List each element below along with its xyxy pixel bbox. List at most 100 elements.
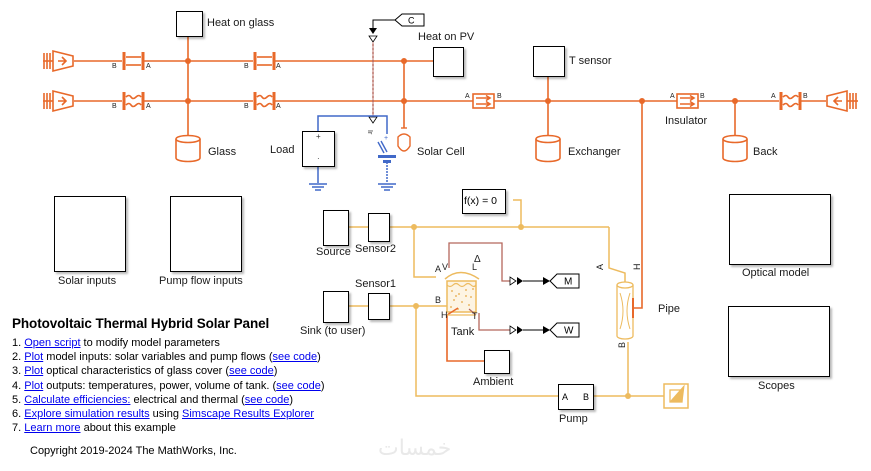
optical-model-label: Optical model <box>742 267 810 279</box>
exchanger-thermal-mass-icon[interactable] <box>535 134 561 163</box>
svg-text:A: A <box>276 103 281 110</box>
copyright-text: Copyright 2019-2024 The MathWorks, Inc. <box>30 445 237 457</box>
thermal-wire-ambient[interactable] <box>446 315 484 362</box>
ambient-block[interactable] <box>484 350 510 374</box>
item-number: 7. <box>12 422 22 435</box>
goto-tag-m[interactable]: M <box>549 273 580 289</box>
conductive-heat-transfer-icon[interactable] <box>122 52 145 70</box>
explore-results-link[interactable]: Explore simulation results <box>24 408 150 421</box>
t-sensor-label: T sensor <box>569 55 612 67</box>
sensor1-label: Sensor1 <box>355 278 396 290</box>
goto-tag-w[interactable]: W <box>549 322 580 338</box>
glass-thermal-mass-icon[interactable] <box>175 134 201 163</box>
open-script-link[interactable]: Open script <box>24 337 81 349</box>
sink-block[interactable] <box>323 291 349 323</box>
svg-text:V: V <box>442 262 448 272</box>
item-number: 6. <box>12 408 22 421</box>
ps-converter-m[interactable] <box>509 276 550 286</box>
pipe-icon[interactable] <box>616 281 634 340</box>
item-text: ) <box>273 365 278 378</box>
see-code-link[interactable]: see code <box>229 365 274 378</box>
sensor2-label: Sensor2 <box>355 243 396 255</box>
learn-more-link[interactable]: Learn more <box>24 422 81 435</box>
solar-cell-thermal-icon[interactable] <box>397 127 411 152</box>
load-minus-sign: · <box>317 154 320 163</box>
plot-outputs-link[interactable]: Plot <box>24 379 44 392</box>
thermal-liquid-settings-icon[interactable] <box>663 383 689 409</box>
radiative-heat-transfer-icon[interactable] <box>122 92 145 110</box>
heat-on-glass-block[interactable] <box>176 11 203 37</box>
optical-model-block[interactable] <box>729 194 831 265</box>
sensor1-block[interactable] <box>368 293 390 320</box>
heat-on-pv-block[interactable] <box>433 47 464 77</box>
item-text: ) <box>320 379 325 392</box>
pump-port-b: B <box>583 392 589 402</box>
see-code-link[interactable]: see code <box>276 379 321 392</box>
instruction-item: 6. Explore simulation results using Sims… <box>12 407 325 421</box>
back-thermal-mass-icon[interactable] <box>722 134 748 163</box>
solar-inputs-label: Solar inputs <box>58 275 117 287</box>
plot-inputs-link[interactable]: Plot <box>24 351 44 364</box>
item-number: 4. <box>12 379 22 392</box>
svg-text:A: A <box>595 264 605 270</box>
svg-text:B: B <box>497 93 502 100</box>
ambient-label: Ambient <box>473 376 514 388</box>
temperature-source-icon[interactable] <box>43 49 74 73</box>
goto-tag-c[interactable]: C <box>394 13 425 27</box>
radiative-heat-transfer-icon[interactable] <box>253 92 276 110</box>
svg-text:B: B <box>244 63 249 70</box>
see-code-link[interactable]: see code <box>272 351 318 364</box>
solar-inputs-block[interactable] <box>54 196 126 272</box>
model-title: Photovoltaic Thermal Hybrid Solar Panel <box>12 316 270 331</box>
back-label: Back <box>753 146 778 158</box>
svg-text:A: A <box>771 93 776 100</box>
calculate-efficiencies-link[interactable]: Calculate efficiencies: <box>24 393 131 406</box>
item-text: using <box>149 408 183 421</box>
tl-wire-pump-a[interactable] <box>415 306 559 397</box>
temperature-source-icon[interactable] <box>43 89 74 113</box>
instruction-item: 2. Plot model inputs: solar variables an… <box>12 350 325 364</box>
instruction-item: 1. Open script to modify model parameter… <box>12 336 325 350</box>
load-block[interactable]: + · <box>302 131 335 167</box>
plot-optical-link[interactable]: Plot <box>24 365 44 378</box>
solar-cell-electrical-icon[interactable]: + <box>377 135 396 163</box>
see-code-link[interactable]: see code <box>244 393 290 406</box>
sensor2-block[interactable] <box>368 213 390 242</box>
item-text: about this example <box>80 422 176 435</box>
tl-wire-tank-a[interactable] <box>413 227 436 278</box>
model-description: Photovoltaic Thermal Hybrid Solar Panel … <box>12 316 325 435</box>
electrical-network <box>309 115 396 191</box>
tank-port-labels: A V L Δ B H T <box>435 254 481 321</box>
radiative-heat-transfer-icon[interactable] <box>779 92 802 110</box>
svg-text:T: T <box>472 311 478 321</box>
temperature-source-icon[interactable] <box>826 89 858 113</box>
t-sensor-block[interactable] <box>533 46 565 77</box>
source-block[interactable] <box>323 210 349 246</box>
thermal-wire-pipe[interactable] <box>633 101 643 309</box>
svg-text:A: A <box>276 63 281 70</box>
scopes-label: Scopes <box>758 380 795 392</box>
tl-junctions <box>411 224 631 399</box>
svg-text:B: B <box>112 63 117 70</box>
scopes-block[interactable] <box>728 306 830 377</box>
svg-text:Δ: Δ <box>474 254 481 265</box>
pump-flow-inputs-block[interactable] <box>170 196 242 272</box>
solver-configuration-block[interactable]: f(x) = 0 <box>462 189 506 214</box>
convective-heat-transfer-icon[interactable] <box>472 93 495 109</box>
simscape-results-explorer-link[interactable]: Simscape Results Explorer <box>182 408 315 421</box>
ps-converter-w[interactable] <box>509 325 550 335</box>
insulator-icon[interactable] <box>676 93 699 109</box>
conductive-heat-transfer-icon[interactable] <box>253 52 276 70</box>
svg-text:B: B <box>700 93 705 100</box>
electrical-wire[interactable] <box>317 115 388 136</box>
tank-icon[interactable] <box>444 271 480 316</box>
tl-wire-pipe-a[interactable] <box>608 227 626 282</box>
tank-measurement-wires <box>448 242 510 331</box>
instruction-item: 5. Calculate efficiencies: electrical an… <box>12 393 325 407</box>
pump-block[interactable] <box>558 384 594 410</box>
thermal-liquid-network <box>348 199 664 397</box>
pipe-port-labels: A H B <box>595 264 642 349</box>
svg-text:A: A <box>465 93 470 100</box>
